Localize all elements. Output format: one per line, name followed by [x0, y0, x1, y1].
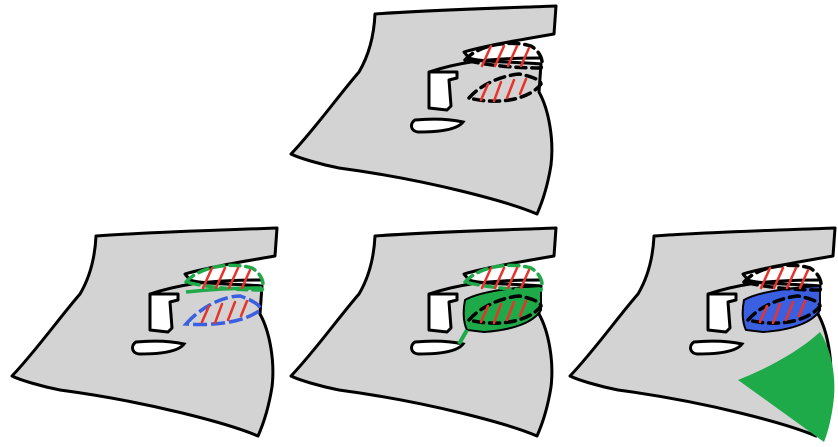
diagram-figure: [0, 0, 838, 437]
panel-drawing: [558, 222, 838, 447]
panel-blue-green-fill: [558, 222, 838, 447]
panel-drawing: [279, 222, 569, 447]
panel-drawing: [279, 0, 569, 225]
panel-green-fill: [279, 222, 569, 447]
vehicle-surface: [291, 6, 556, 214]
panel-original: [279, 0, 569, 225]
panel-drawing: [0, 222, 290, 447]
vehicle-surface: [291, 228, 556, 436]
panel-outlined: [0, 222, 290, 447]
vehicle-surface: [12, 228, 277, 436]
